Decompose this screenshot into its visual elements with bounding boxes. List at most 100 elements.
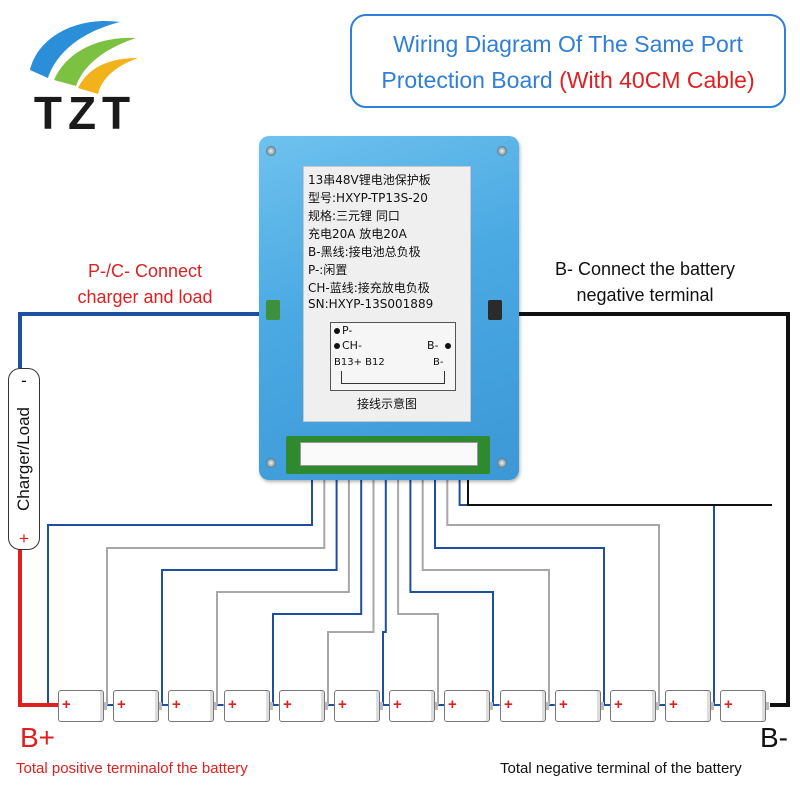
sticker-caption: 接线示意图 [356,397,417,411]
title-box: Wiring Diagram Of The Same Port Protecti… [350,14,786,108]
balance-connector-housing [300,442,478,466]
mount-hole-icon [266,458,276,468]
balance-wire [397,462,439,705]
cell-plus-icon: + [504,696,513,713]
battery-cell: + [168,690,217,722]
cell-terminal-cap [656,702,659,710]
cell-terminal-cap [490,702,493,710]
cell-plus-icon: + [338,696,347,713]
charger-load-label: - Charger/Load + [8,368,40,550]
cell-terminal-cap [766,702,769,710]
mount-hole-icon [266,146,276,156]
positive-terminal-note: Total positive terminalof the battery [16,760,248,777]
battery-cell: + [720,690,769,722]
negative-terminal-note: Total negative terminal of the battery [500,760,742,777]
cell-balance-wires [47,462,772,706]
logo-text: TZT [33,87,137,139]
b-minus-terminal-post [488,300,502,320]
cell-terminal-cap [546,702,549,710]
sticker-line: 规格:三元锂 同口 [308,209,400,223]
battery-cell: + [113,690,162,722]
battery-cell: + [500,690,549,722]
balance-wire [272,462,363,705]
balance-wire [409,462,494,705]
charger-load-wire [18,312,280,368]
cell-plus-icon: + [669,696,678,713]
battery-cell: + [58,690,107,722]
sticker-line: 充电20A 放电20A [308,227,407,241]
cell-plus-icon: + [62,696,71,713]
balance-wire [161,462,338,705]
battery-cell: + [389,690,438,722]
charger-load-plus: + [19,529,29,548]
b-minus-label: B- [760,722,788,753]
cell-plus-icon: + [172,696,181,713]
cell-terminal-cap [270,702,273,710]
title-line-2-red: (With 40CM Cable) [559,67,755,93]
mini-b-minus-bottom: B- [433,357,444,368]
title-line-2-blue: Protection Board [381,67,553,93]
cell-terminal-cap [435,702,438,710]
board-sticker: 13串48V锂电池保护板 型号:HXYP-TP13S-20 规格:三元锂 同口 … [303,166,471,422]
battery-cell: + [444,690,493,722]
tzt-logo-icon [30,20,138,94]
cell-terminal-cap [159,702,162,710]
cell-terminal-cap [711,702,714,710]
balance-wire [47,462,313,705]
pc-annotation: P-/C- Connect charger and load [40,258,250,310]
sticker-line: SN:HXYP-13S001889 [308,297,434,311]
mini-p-minus: P- [342,324,353,337]
balance-wire [446,462,660,705]
b-minus-annotation: B- Connect the battery negative terminal [520,256,770,308]
battery-cell: + [279,690,328,722]
cell-terminal-cap [214,702,217,710]
title-line-2: Protection Board (With 40CM Cable) [352,62,784,98]
cell-plus-icon: + [228,696,237,713]
p-c-terminal-post [266,300,280,320]
charger-load-text: Charger/Load [14,407,33,511]
battery-cell: + [224,690,273,722]
balance-wire [434,462,605,705]
cell-plus-icon: + [393,696,402,713]
positive-wire [18,548,58,707]
sticker-line: CH-蓝线:接充放电负极 [308,281,430,295]
mount-hole-icon [497,146,507,156]
mini-b13-b12: B13+ B12 [334,357,385,368]
cell-plus-icon: + [117,696,126,713]
sticker-line: P-:闲置 [308,263,348,277]
dot-icon [334,343,340,349]
sticker-line: 型号:HXYP-TP13S-20 [308,191,428,205]
balance-wire [216,462,350,705]
b-minus-annotation-line-2: negative terminal [576,285,714,305]
battery-cell: + [334,690,383,722]
pc-annotation-line-1: P-/C- Connect [87,261,203,281]
cell-plus-icon: + [448,696,457,713]
cell-terminal-cap [601,702,604,710]
charger-load-minus: - [21,371,27,390]
cell-terminal-cap [380,702,383,710]
balance-wire [458,462,715,705]
cell-terminal-cap [325,702,328,710]
pc-annotation-line-2: charger and load [77,287,213,307]
cell-plus-icon: + [614,696,623,713]
balance-wire [421,462,550,705]
cell-plus-icon: + [724,696,733,713]
cell-plus-icon: + [283,696,292,713]
cell-plus-icon: + [559,696,568,713]
battery-cell: + [665,690,714,722]
battery-cell: + [610,690,659,722]
dot-icon [334,328,340,334]
balance-wire [106,462,326,705]
battery-negative-wire [500,312,790,707]
balance-wire [327,462,375,705]
b-plus-label: B+ [20,722,56,753]
title-line-1: Wiring Diagram Of The Same Port [393,31,743,57]
cell-terminal-cap [104,702,107,710]
mini-bracket [341,371,445,384]
mount-hole-icon [497,458,507,468]
dot-icon [445,343,451,349]
b-minus-annotation-line-1: B- Connect the battery [554,259,736,279]
mini-wiring-sketch: P- CH- B- B13+ B12 B- [330,322,456,391]
